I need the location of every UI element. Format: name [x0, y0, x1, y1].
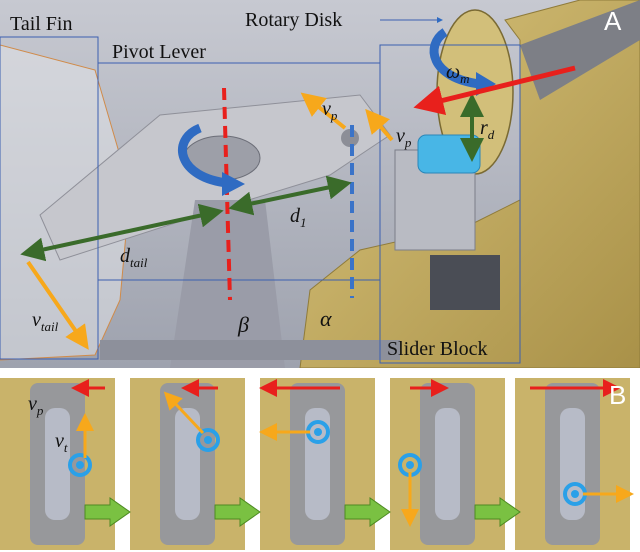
- slider-block-label: Slider Block: [387, 338, 488, 360]
- frame: [390, 378, 505, 550]
- pivot-lever-label: Pivot Lever: [112, 41, 206, 63]
- pin-ring: [68, 453, 92, 477]
- vtail-arrow: [26, 260, 89, 350]
- pin-velocity-arrow: [163, 391, 205, 435]
- beta-symbol: β: [237, 312, 249, 337]
- rotary-disk-label: Rotary Disk: [245, 9, 342, 31]
- vp-arrow-slider: [365, 108, 394, 142]
- disk-rotation-arrow: [429, 28, 481, 89]
- step-arrow: [84, 497, 131, 527]
- panel-divider: [0, 368, 640, 374]
- vtail-symbol: vtail: [32, 309, 59, 334]
- pin-core: [204, 436, 212, 444]
- slider-foot: [430, 255, 500, 310]
- panel-b-frames: [0, 378, 634, 550]
- frame: [130, 378, 245, 550]
- panel-b-letter: B: [609, 380, 626, 410]
- rd-symbol: rd: [480, 117, 495, 142]
- slot: [435, 408, 460, 520]
- frame: [259, 378, 375, 550]
- slot: [175, 408, 200, 520]
- frame: [515, 378, 634, 550]
- panel-a: Tail Fin Pivot Lever Rotary Disk Slider …: [0, 0, 640, 369]
- panel-b-vt-symbol: vt: [55, 430, 68, 455]
- panel-b: B vp vt: [0, 374, 640, 552]
- base-rail: [100, 340, 400, 360]
- slot: [45, 408, 70, 520]
- pin-core: [76, 461, 84, 469]
- step-arrow: [214, 497, 261, 527]
- lever-pin-hole: [341, 129, 359, 147]
- slot: [305, 408, 330, 520]
- pivot-rotation-arrow: [178, 123, 229, 188]
- tail-fin-label: Tail Fin: [10, 13, 73, 35]
- d1-symbol: d1: [290, 205, 307, 230]
- pin-core: [314, 428, 322, 436]
- omega-m-symbol: ωm: [446, 61, 470, 86]
- slider-block-box: [379, 44, 521, 364]
- dtail-symbol: dtail: [120, 245, 148, 270]
- vp-symbol-lever: vp: [322, 98, 338, 123]
- panel-a-letter: A: [604, 6, 622, 36]
- panel-b-vp-symbol: vp: [28, 393, 44, 418]
- beta-axis: [222, 87, 232, 301]
- d-tail-arrow: [20, 203, 224, 262]
- panel-b-steps: [84, 497, 521, 527]
- step-arrow: [474, 497, 521, 527]
- pin-core: [571, 490, 579, 498]
- frame: [0, 378, 115, 550]
- pin-core: [406, 461, 414, 469]
- slider-velocity-arrow: [413, 65, 576, 116]
- alpha-symbol: α: [320, 306, 332, 331]
- vp-arrow-lever: [300, 92, 347, 130]
- pin-ring: [196, 428, 220, 452]
- step-arrow: [344, 497, 391, 527]
- d1-arrow: [228, 175, 352, 216]
- vp-symbol-slider: vp: [396, 125, 412, 150]
